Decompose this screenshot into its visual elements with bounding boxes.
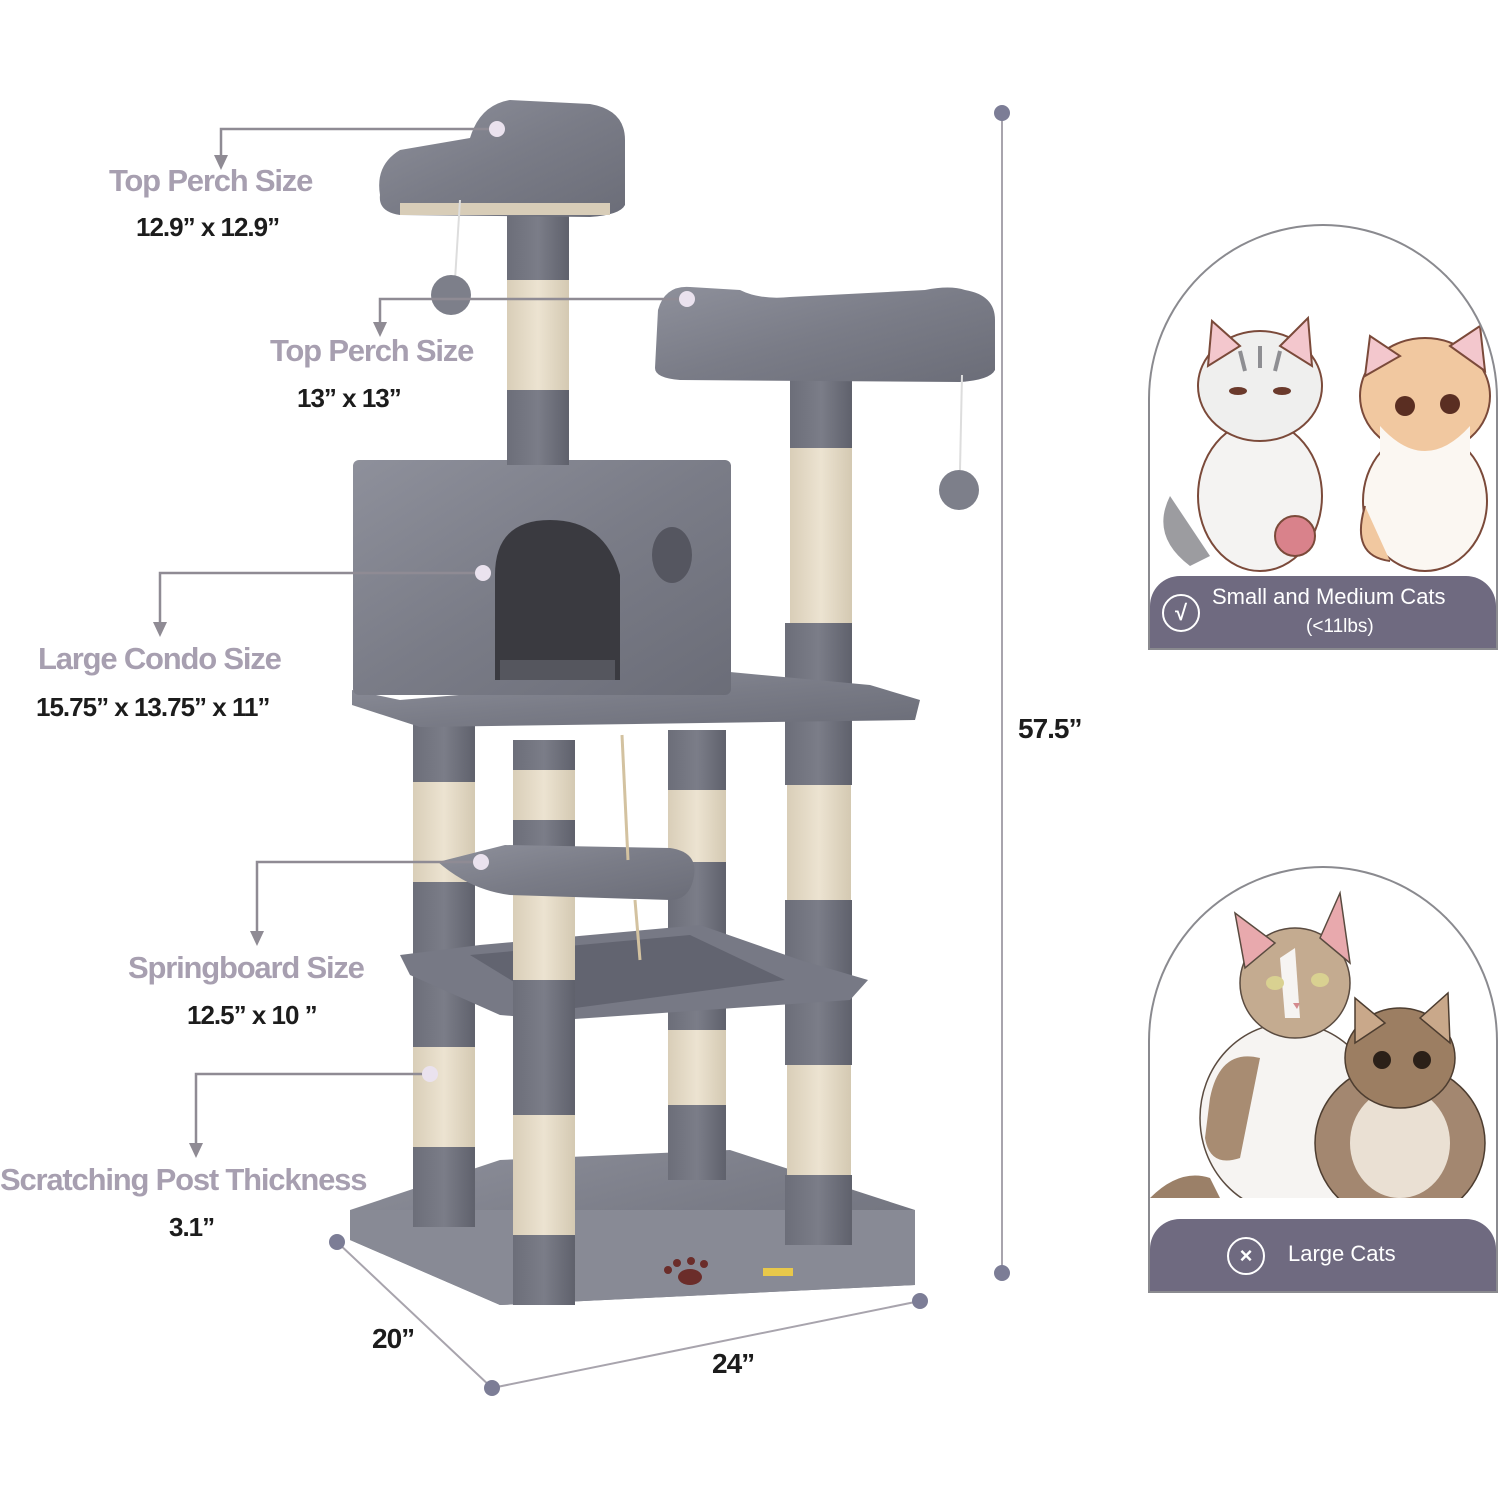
large-condo-value: 15.75” x 13.75” x 11” — [36, 692, 270, 722]
x-circle-icon: × — [1227, 1237, 1265, 1275]
leader-lines — [158, 127, 687, 1148]
condo-platform — [352, 672, 920, 727]
height-dimension: 57.5” — [1018, 713, 1082, 744]
paw-print-icon — [664, 1257, 708, 1285]
large-condo-title: Large Condo Size — [38, 641, 282, 676]
top-perch-2-value: 13” x 13” — [297, 383, 402, 413]
suitable-cats-panel: √ Small and Medium Cats (<11lbs) — [1148, 224, 1498, 650]
top-perch-1-title: Top Perch Size — [109, 163, 313, 198]
post-upper — [507, 205, 569, 465]
suitable-sublabel: (<11lbs) — [1306, 616, 1374, 637]
unsuitable-cats-panel: × Large Cats — [1148, 866, 1498, 1293]
springboard-title: Springboard Size — [128, 950, 365, 985]
condo — [353, 460, 731, 695]
hanging-rope — [620, 734, 630, 861]
post-back-right — [668, 730, 726, 1180]
unsuitable-label: Large Cats — [1288, 1241, 1396, 1266]
base-platform — [350, 1150, 915, 1305]
springboard-value: 12.5” x 10 ” — [187, 1000, 318, 1030]
suitable-label: Small and Medium Cats — [1212, 584, 1446, 609]
post-thickness-value: 3.1” — [169, 1212, 215, 1242]
condo-window — [652, 527, 692, 583]
top-perch-1-value: 12.9” x 12.9” — [136, 212, 280, 242]
condo-entrance — [495, 520, 620, 680]
small-medium-cats-illustration — [1163, 315, 1491, 572]
brand-tag — [763, 1268, 793, 1276]
pompom-toy — [939, 470, 979, 510]
top-perch-2-title: Top Perch Size — [270, 333, 474, 368]
check-circle-icon: √ — [1162, 594, 1200, 632]
marker-dots — [422, 121, 695, 1082]
post-front-center — [513, 740, 575, 1305]
large-cats-illustration — [1150, 890, 1486, 1198]
springboard — [438, 845, 695, 961]
top-perch-2 — [655, 286, 995, 510]
top-perch-1 — [379, 100, 625, 315]
dimension-lines — [329, 105, 1010, 1396]
unsuitable-footer: × Large Cats — [1150, 1219, 1496, 1293]
pompom-toy — [431, 275, 471, 315]
depth-dimension: 20” — [372, 1323, 415, 1354]
width-dimension: 24” — [712, 1348, 755, 1379]
post-thickness-title: Scratching Post Thickness — [0, 1162, 367, 1197]
leader-arrowheads — [153, 155, 387, 1158]
suitable-footer: √ Small and Medium Cats (<11lbs) — [1150, 576, 1496, 650]
post-front-right — [785, 378, 852, 1245]
